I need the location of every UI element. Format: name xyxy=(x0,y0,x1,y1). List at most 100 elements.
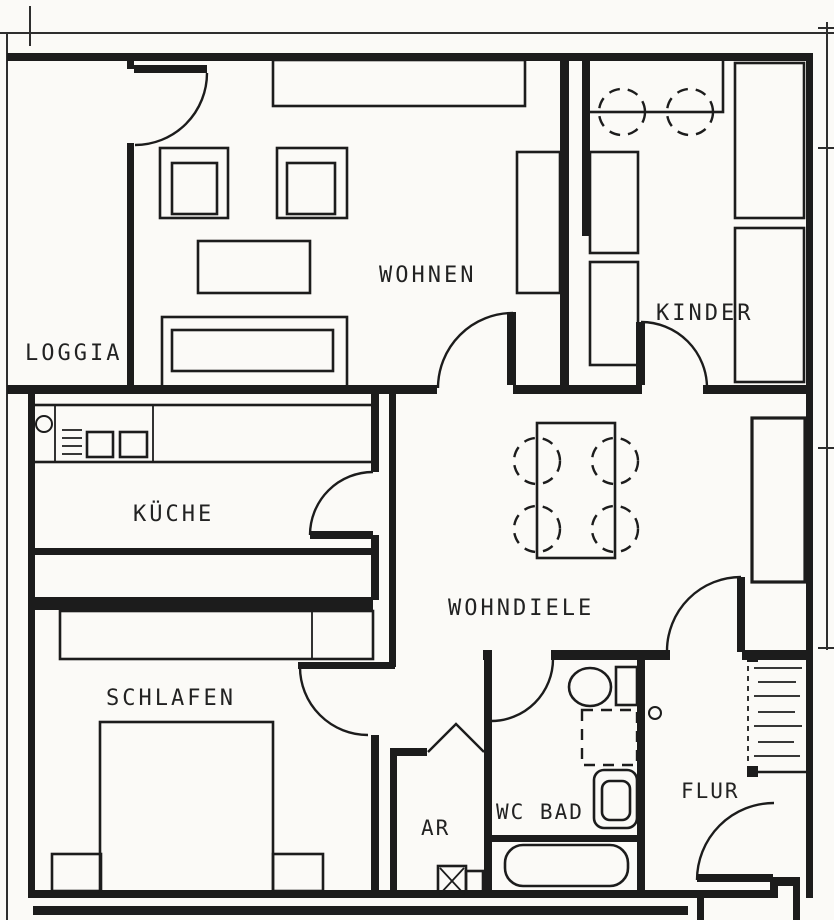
entry-door-arc xyxy=(695,801,775,881)
wall-top xyxy=(7,53,813,61)
armchair-2 xyxy=(275,146,349,220)
wall-kueche-east-upper xyxy=(371,394,379,472)
label-abstellraum: AR xyxy=(421,816,450,840)
coat-rack-post-top xyxy=(747,651,758,662)
furniture-schlafen xyxy=(50,609,375,894)
kinder-locker-2 xyxy=(588,260,640,367)
label-wc-bad: WC BAD xyxy=(496,800,584,824)
wall-left xyxy=(28,385,35,898)
wall-bad-east xyxy=(637,653,645,898)
armchair-1 xyxy=(158,146,230,220)
kinder-chair-2 xyxy=(665,87,715,137)
wall-stair-line-b xyxy=(793,877,800,920)
sofa xyxy=(160,315,349,389)
flur-door-arc xyxy=(665,575,742,652)
doors xyxy=(134,65,775,882)
flur-door-leaf xyxy=(737,577,745,652)
label-schlafen: SCHLAFEN xyxy=(106,686,236,711)
furniture-bad xyxy=(503,665,639,888)
sofa-cushion xyxy=(170,328,335,373)
kitchen-counter xyxy=(31,403,375,464)
dining-chair-4 xyxy=(590,504,640,554)
bathtub xyxy=(503,843,630,888)
wall-bad-west xyxy=(484,660,492,898)
balcony-door-leaf xyxy=(134,65,207,73)
furniture-wohnen xyxy=(158,58,562,389)
wall-schlafen-north xyxy=(28,597,373,610)
kueche-door-arc xyxy=(308,470,374,536)
wall-kinder-shaft xyxy=(582,61,590,236)
furniture-wohndiele xyxy=(512,416,807,584)
hall-wardrobe xyxy=(750,416,807,584)
balcony-door-arc xyxy=(134,72,209,147)
entry-door-leaf xyxy=(697,874,773,882)
wall-entry-right xyxy=(773,877,800,886)
wall-right xyxy=(806,53,813,898)
dining-chair-2 xyxy=(590,436,640,486)
wall-stair-line-a xyxy=(697,898,704,920)
kitchen-burner-1 xyxy=(85,430,115,459)
wall-tub-apron xyxy=(490,835,640,842)
wall-entry-jog xyxy=(770,877,778,898)
label-kinder: KINDER xyxy=(656,301,753,326)
building-outline xyxy=(0,6,834,920)
wall-loggia xyxy=(127,143,134,386)
nightstand-2 xyxy=(271,852,325,893)
label-wohnen: WOHNEN xyxy=(379,263,476,288)
furniture-flur xyxy=(648,651,810,777)
ar-folding-door xyxy=(427,722,485,753)
kinder-desk xyxy=(583,56,725,114)
kinder-bed-1 xyxy=(733,61,806,220)
coat-rack xyxy=(748,654,810,774)
wall-bottom xyxy=(28,890,777,898)
wohnen-wall-unit xyxy=(271,58,527,108)
furniture-kueche xyxy=(31,403,375,464)
kueche-door-leaf xyxy=(310,531,373,539)
wall-kueche-south xyxy=(33,548,373,555)
ar-appliance xyxy=(464,869,485,894)
wall-mid-east xyxy=(703,385,813,394)
furniture-ar xyxy=(436,864,485,898)
schlafen-door-arc xyxy=(298,666,369,737)
wall-kueche-east-lower xyxy=(371,535,379,600)
dining-chair-3 xyxy=(512,504,562,554)
double-bed xyxy=(98,720,275,894)
nightstand-1 xyxy=(50,852,103,893)
label-kueche: KÜCHE xyxy=(133,501,214,527)
kinder-door-leaf xyxy=(636,322,645,385)
wall-mid-center xyxy=(513,385,642,394)
washbasin xyxy=(592,768,639,830)
wall-schlafen-east-lower xyxy=(371,735,379,898)
furniture-kinder xyxy=(583,56,806,384)
wall-ar-west xyxy=(390,748,397,898)
kinder-locker-1 xyxy=(588,150,640,255)
walls xyxy=(7,53,813,920)
kinder-door-arc xyxy=(640,320,709,389)
wall-wohnen-kinder xyxy=(560,61,569,394)
label-wohndiele: WOHNDIELE xyxy=(448,596,594,621)
kinder-chair-1 xyxy=(597,87,647,137)
washing-machine-cross xyxy=(439,867,465,895)
wall-schlafen-door-head xyxy=(298,662,395,669)
wall-outer-bottom-band xyxy=(33,906,688,915)
armchair-2-cushion xyxy=(285,161,337,216)
wohnen-shelf xyxy=(515,150,562,295)
wohnen-door-leaf xyxy=(507,312,516,385)
shower xyxy=(580,708,639,767)
wall-mid-west xyxy=(7,385,437,394)
wall-bad-north-stub xyxy=(483,650,492,660)
toilet xyxy=(567,666,613,708)
toilet-cistern xyxy=(614,665,639,707)
coat-rack-post-bottom xyxy=(747,766,758,777)
outline-right-ticks xyxy=(818,27,834,649)
room-labels: LOGGIA WOHNEN KINDER KÜCHE WOHNDIELE SCH… xyxy=(25,263,753,840)
kitchen-sink xyxy=(35,415,53,433)
wall-ar-top xyxy=(390,748,427,756)
coat-hooks xyxy=(754,667,802,757)
coffee-table xyxy=(196,239,312,295)
label-loggia: LOGGIA xyxy=(25,341,122,366)
armchair-1-cushion xyxy=(170,161,219,216)
wohnen-door-arc xyxy=(436,311,514,389)
